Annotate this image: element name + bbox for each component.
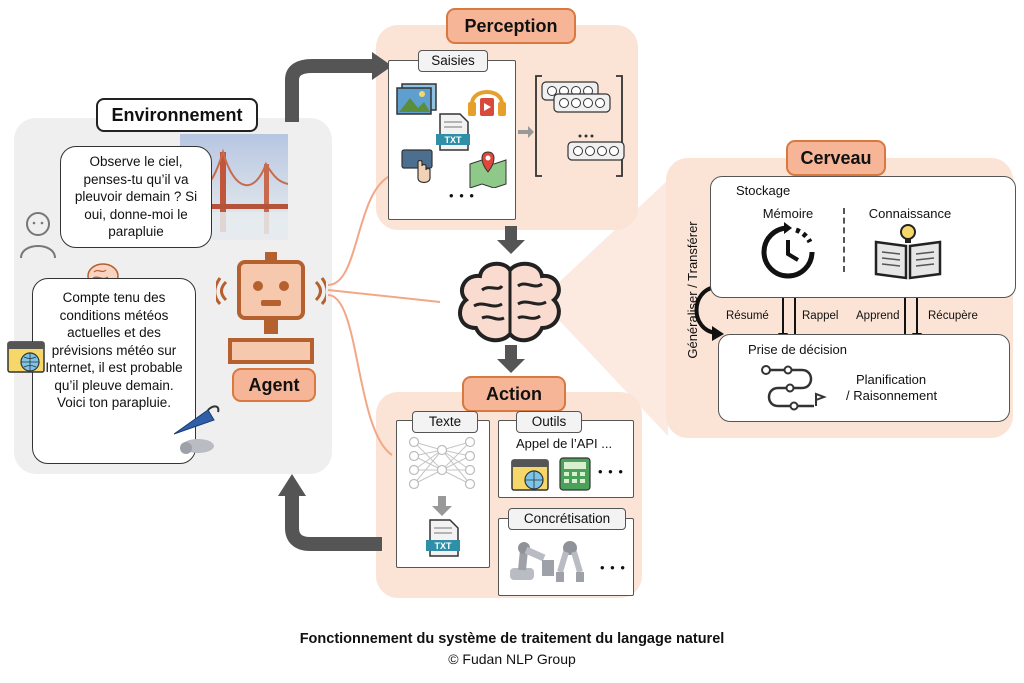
generalize-label: Généraliser / Transférer [685, 221, 700, 359]
map-pin-icon [469, 151, 507, 188]
connector-agent-brain [327, 289, 441, 303]
planning-line2: / Raisonnement [846, 388, 938, 403]
summary-label: Résumé [726, 310, 769, 322]
robot-icon [216, 252, 326, 364]
perception-title: Perception [446, 8, 576, 44]
inputs-label: Saisies [418, 50, 488, 72]
decision-label: Prise de décision [748, 342, 847, 357]
arrow-env-to-perception [285, 59, 372, 122]
headphones-icon [468, 90, 506, 116]
user-question-bubble: Observe le ciel, penses-tu qu’il va pleu… [60, 146, 212, 248]
txt-output-icon: TXT [426, 519, 460, 557]
caption-credit: © Fudan NLP Group [448, 651, 576, 667]
txt-document-icon: TXT [436, 113, 470, 151]
knowledge-label: Connaissance [868, 206, 952, 221]
memory-icon [761, 222, 815, 279]
arrow-action-to-env [285, 494, 382, 551]
planning-path-icon [761, 365, 827, 411]
umbrella-icon [173, 405, 220, 454]
neural-network-icon [408, 436, 476, 490]
planning-line1: Planification [856, 372, 927, 387]
brain-icon [458, 261, 561, 343]
agent-answer-text: Compte tenu des conditions météos actuel… [45, 290, 183, 410]
agent-answer-bubble: Compte tenu des conditions météos actuel… [32, 278, 196, 464]
person-icon [20, 212, 56, 259]
down-arrow-icon [432, 496, 452, 516]
recall-label: Rappel [802, 310, 839, 322]
generalize-label-wrap: Généraliser / Transférer [684, 220, 700, 360]
image-icon [396, 83, 437, 115]
retrieve-label: Récupère [928, 310, 978, 322]
touch-screen-icon [401, 149, 433, 184]
user-question-text: Observe le ciel, penses-tu qu’il va pleu… [74, 154, 198, 239]
tools-ellipsis: • • • [598, 464, 624, 479]
calculator-icon [559, 457, 591, 491]
embodiment-label: Concrétisation [508, 508, 626, 530]
txt-label: TXT [435, 541, 453, 551]
decision-box [718, 334, 1010, 422]
inputs-ellipsis: • • • [449, 188, 475, 203]
knowledge-book-icon [874, 224, 942, 280]
storage-divider [843, 208, 845, 272]
embedding-vectors [518, 75, 625, 177]
browser-tool-icon [511, 459, 549, 491]
api-call-text: Appel de l’API ... [516, 436, 613, 451]
environment-title: Environnement [96, 98, 258, 132]
learn-label: Apprend [856, 310, 900, 322]
caption-title: Fonctionnement du système de traitement … [299, 631, 725, 647]
robot-arm-icon [510, 541, 584, 582]
tools-label: Outils [516, 411, 582, 433]
storage-box [710, 176, 1016, 298]
txt-label: TXT [445, 135, 463, 145]
storage-label: Stockage [736, 183, 791, 198]
web-browser-icon [7, 341, 45, 373]
text-label: Texte [412, 411, 478, 433]
action-title: Action [462, 376, 566, 412]
memory-label: Mémoire [762, 206, 814, 221]
embodiment-ellipsis: • • • [600, 560, 626, 575]
agent-label: Agent [232, 368, 316, 402]
brain-title: Cerveau [786, 140, 886, 176]
